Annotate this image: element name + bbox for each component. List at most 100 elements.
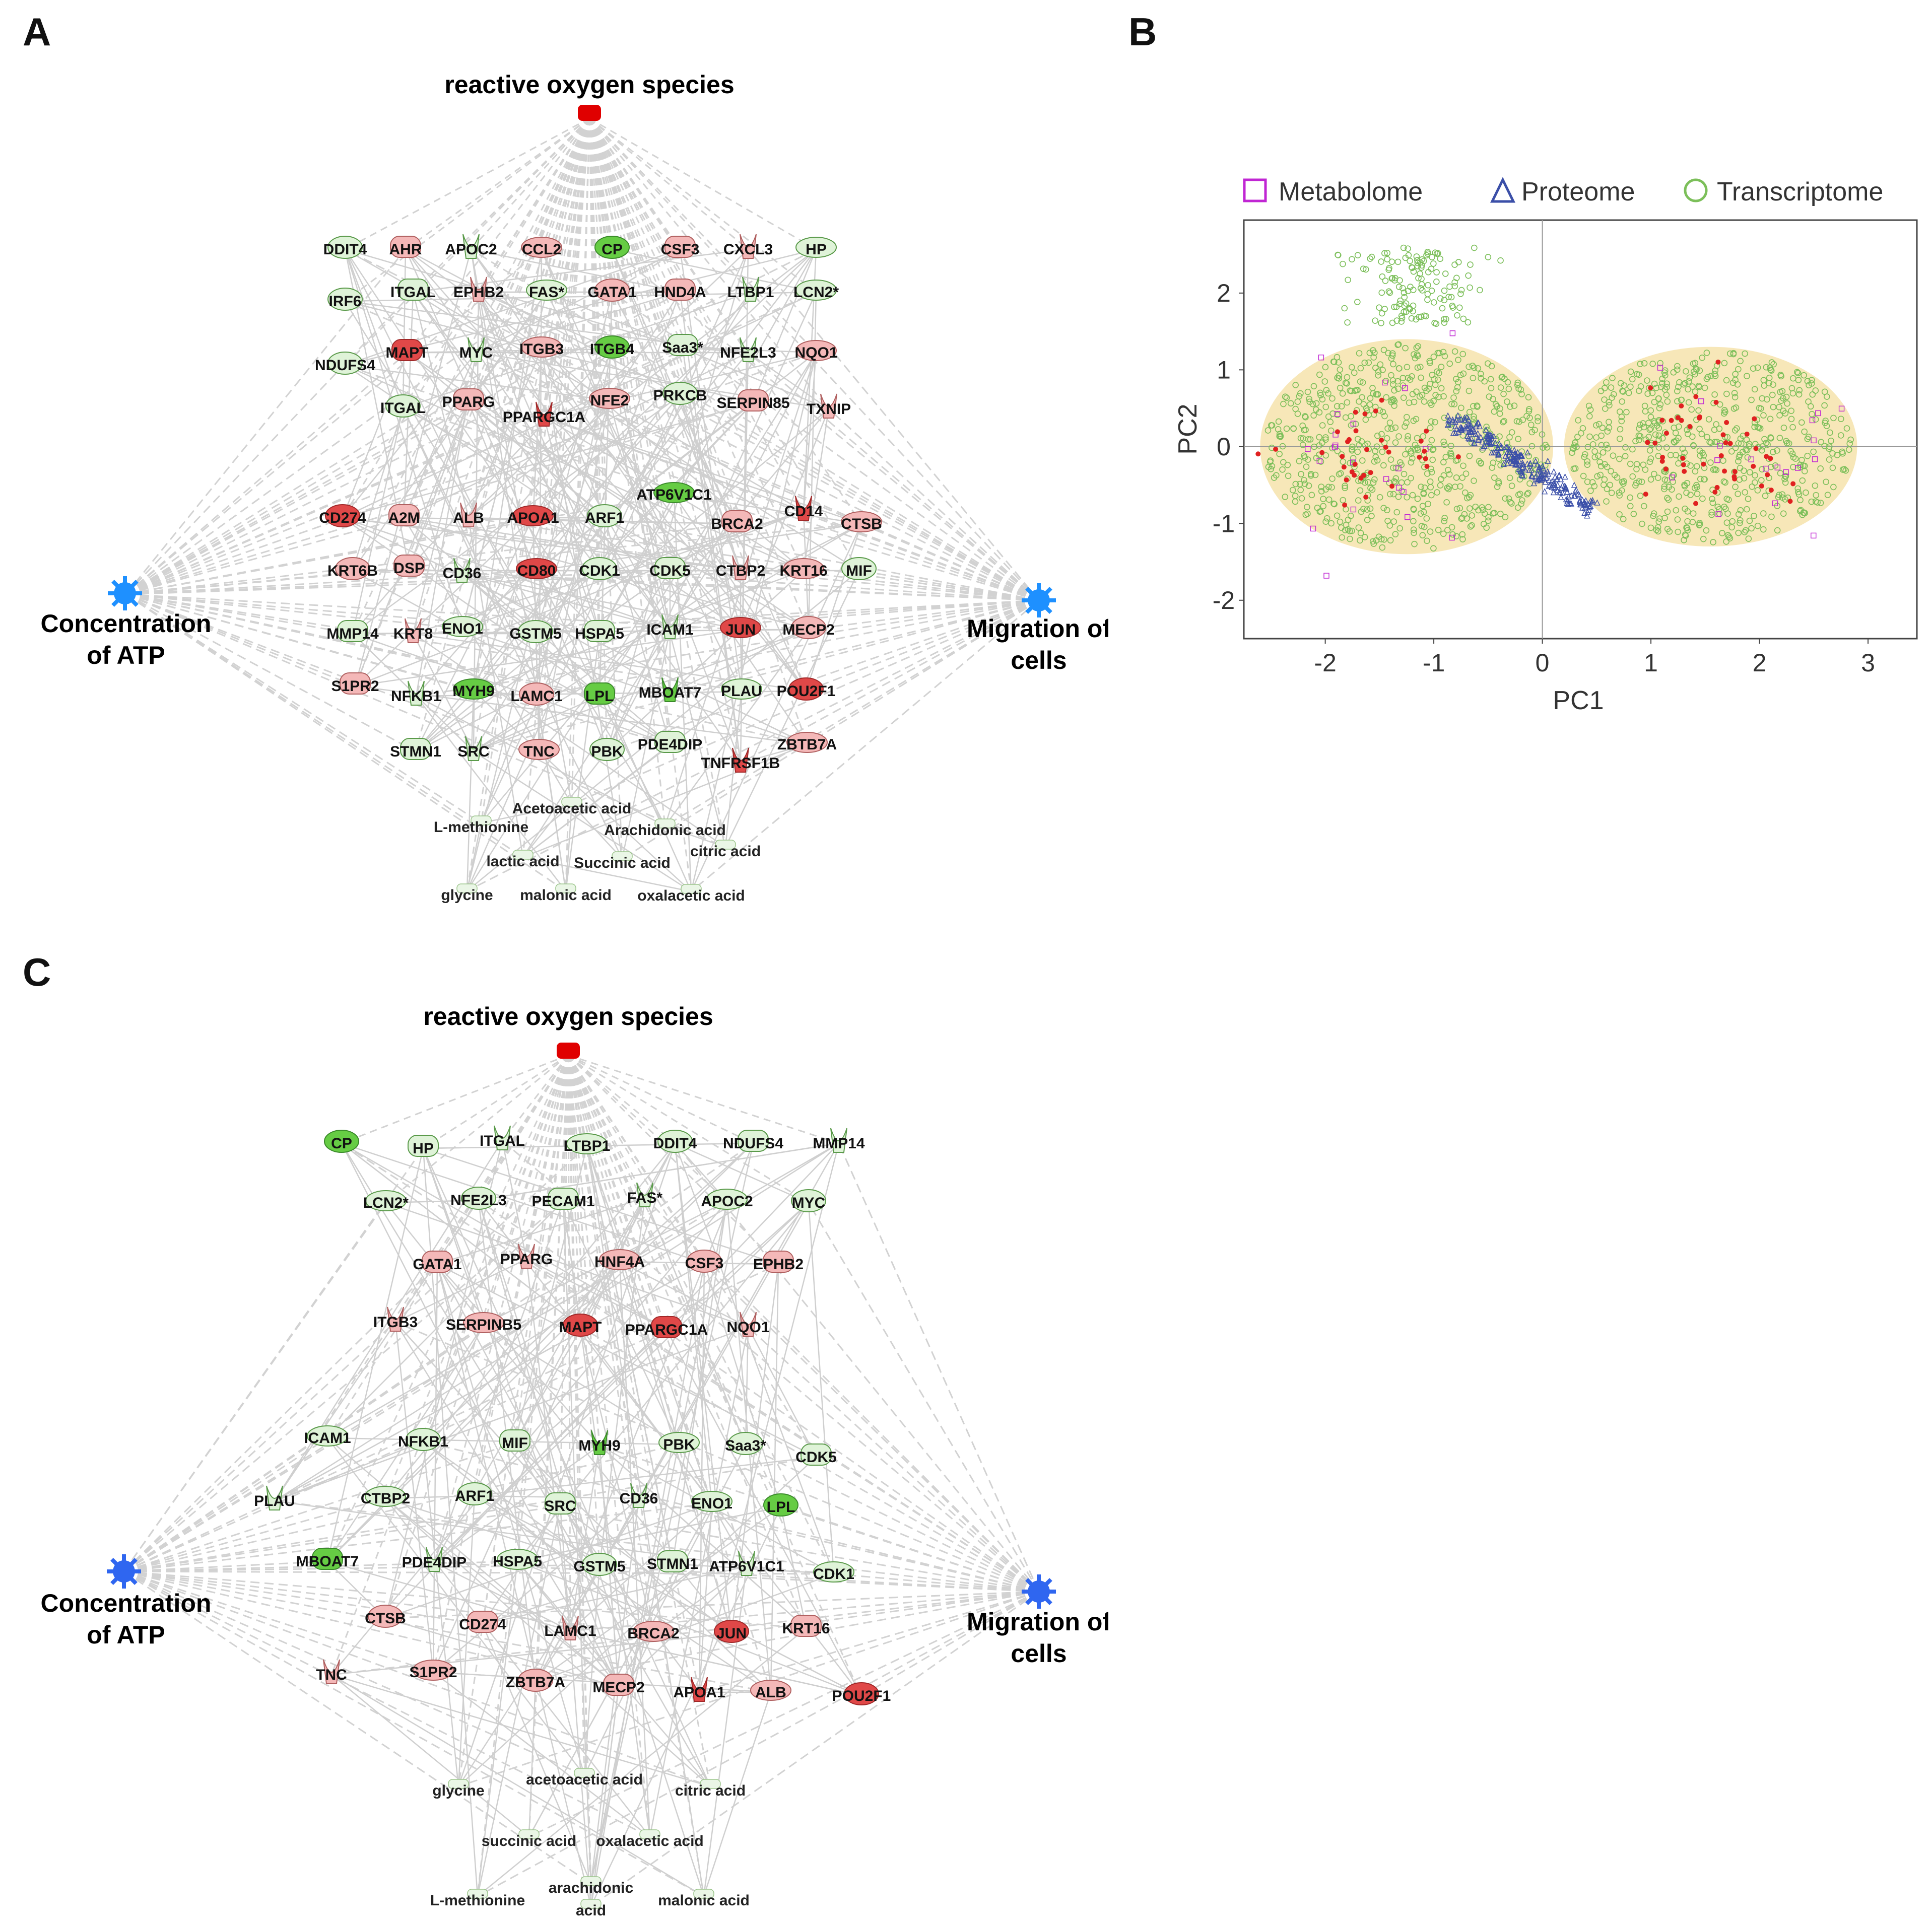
gene-node[interactable]: SERPINB5 [446,1312,521,1333]
gene-node[interactable]: TNC [518,739,560,760]
metabolite-node[interactable]: glycine [432,1779,485,1799]
metabolite-node[interactable]: lactic acid [486,850,560,870]
gene-node[interactable]: CDK1 [579,557,620,580]
gene-node[interactable]: PPARG [442,388,495,410]
gene-node[interactable]: CXCL3 [723,234,773,259]
gene-node[interactable]: APOC2 [445,234,497,259]
metabolite-node[interactable]: L-methionine [434,815,528,836]
gene-node[interactable]: ENO1 [442,616,483,637]
gene-node[interactable]: MECP2 [592,1674,645,1696]
gene-node[interactable]: A2M [388,504,420,526]
gene-node[interactable]: CP [324,1130,359,1153]
gene-node[interactable]: HP [408,1135,439,1157]
metabolite-node[interactable]: acid [576,1899,606,1919]
gene-node[interactable]: ITGB3 [519,336,564,358]
gene-node[interactable]: PPARGC1A [503,401,585,427]
gene-node[interactable]: STMN1 [390,738,441,760]
gene-node[interactable]: PBK [658,1432,700,1453]
gene-node[interactable]: CD274 [459,1611,506,1633]
gene-node[interactable]: SRC [457,736,490,761]
gene-node[interactable]: ICAM1 [304,1425,351,1447]
gene-node[interactable]: ARF1 [455,1482,494,1505]
gene-node[interactable]: CTSB [365,1605,406,1628]
gene-node[interactable]: CD36 [443,558,482,583]
gene-node[interactable]: ALB [750,1680,791,1701]
gene-node[interactable]: HP [795,237,837,258]
gene-node[interactable]: EPHB2 [753,1251,804,1273]
gene-node[interactable]: IRF6 [327,288,363,311]
gene-node[interactable]: ALB [453,502,484,527]
gene-node[interactable]: LAMC1 [510,682,563,706]
gene-node[interactable]: CTBP2 [716,555,765,580]
gene-node[interactable]: EPHB2 [453,277,504,302]
gene-node[interactable]: HSPA5 [575,620,624,642]
gene-node[interactable]: ENO1 [691,1491,732,1512]
gene-node[interactable]: ATP6V1C1 [636,482,712,503]
gene-node[interactable]: APOC2 [701,1189,753,1210]
gene-node[interactable]: BRCA2 [711,510,763,532]
gene-node[interactable]: NQO1 [794,340,838,361]
gene-node[interactable]: HND4A [654,279,706,301]
gene-node[interactable]: PBK [589,738,625,761]
gene-node[interactable]: NFE2L3 [720,337,776,362]
gene-node[interactable]: LAMC1 [544,1615,596,1640]
gene-node[interactable]: TXNIP [807,393,851,419]
metabolite-node[interactable]: L-methionine [430,1889,525,1909]
gene-node[interactable]: LCN2* [793,280,839,301]
metabolite-node[interactable]: acetoacetic acid [526,1768,643,1788]
gene-node[interactable]: POU2F1 [777,677,836,701]
gene-node[interactable]: ITGAL [480,1125,525,1150]
gene-node[interactable]: SRC [544,1492,576,1515]
gene-node[interactable]: ICAM1 [646,614,694,639]
gene-node[interactable]: PPARG [500,1244,553,1269]
gene-node[interactable]: BRCA2 [627,1621,680,1642]
gene-node[interactable]: ITGAL [380,394,426,418]
gene-node[interactable]: MIF [841,557,877,580]
gene-node[interactable]: ITGB3 [373,1306,418,1332]
gene-node[interactable]: ITGB4 [590,335,635,359]
gene-node[interactable]: NDUFS4 [723,1130,783,1152]
metabolite-node[interactable]: arachidonic [549,1876,633,1896]
gene-node[interactable]: GSTM5 [509,620,562,643]
gene-node[interactable]: GATA1 [587,279,637,302]
ros-node-a[interactable] [578,105,601,121]
gene-node[interactable]: CD36 [620,1483,658,1508]
gene-node[interactable]: CTBP2 [361,1486,410,1507]
metabolite-node[interactable]: citric acid [675,1779,746,1799]
migration-hub-icon-a[interactable] [1022,583,1056,617]
gene-node[interactable]: HNF4A [594,1249,645,1270]
atp-hub-icon-a[interactable] [108,576,142,610]
gene-node[interactable]: CDK5 [649,557,691,579]
ros-node-c[interactable] [557,1043,580,1059]
gene-node[interactable]: MYC [791,1189,826,1212]
metabolite-node[interactable]: Succinic acid [574,851,671,871]
gene-node[interactable]: MYH9 [578,1430,621,1455]
gene-node[interactable]: NFE2 [589,388,630,409]
gene-node[interactable]: HSPA5 [493,1549,542,1570]
migration-hub-icon-c[interactable] [1022,1574,1056,1609]
gene-node[interactable]: ZBTB7A [777,732,837,753]
gene-node[interactable]: NDUFS4 [315,352,375,375]
gene-node[interactable]: DDIT4 [323,236,367,259]
gene-node[interactable]: PECAM1 [531,1188,595,1210]
gene-node[interactable]: CP [594,236,630,259]
gene-node[interactable]: CDK5 [795,1443,837,1466]
gene-node[interactable]: PRKCB [653,382,707,405]
gene-node[interactable]: KRT8 [393,618,433,643]
gene-node[interactable]: MYC [459,337,493,362]
metabolite-node[interactable]: citric acid [690,840,761,860]
gene-node[interactable]: SERPIN85 [716,389,790,411]
gene-node[interactable]: ITGAL [390,279,436,301]
metabolite-node[interactable]: succinic acid [482,1829,576,1849]
gene-node[interactable]: PDE4DIP [638,731,702,753]
gene-node[interactable]: CDK1 [813,1561,854,1583]
gene-node[interactable]: CD80 [516,558,557,579]
metabolite-node[interactable]: Arachidonic acid [604,818,726,839]
gene-node[interactable]: LCN2* [363,1190,409,1211]
gene-node[interactable]: GATA1 [413,1251,462,1273]
metabolite-node[interactable]: Acetoacetic acid [512,797,632,817]
gene-node[interactable]: CCL2 [521,237,562,258]
gene-node[interactable]: PLAU [254,1485,295,1510]
gene-node[interactable]: POU2F1 [832,1682,891,1705]
gene-node[interactable]: TNC [316,1659,347,1684]
